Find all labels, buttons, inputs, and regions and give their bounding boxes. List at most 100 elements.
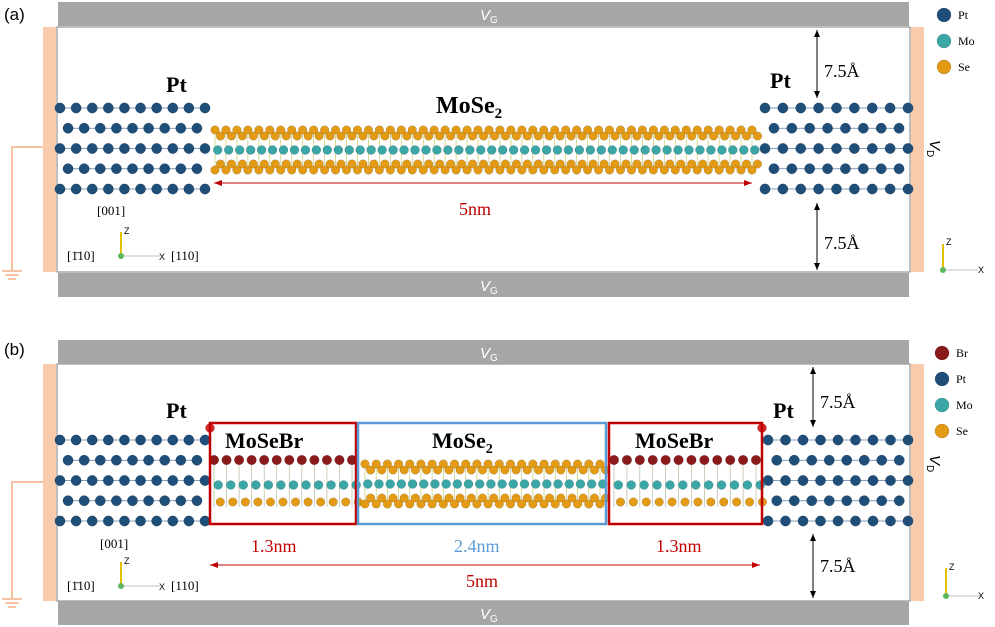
- pt-atom: [797, 515, 809, 527]
- panel-a-mose2-se-bottom: [276, 165, 286, 175]
- pt-atom: [850, 475, 861, 486]
- panel-b-mose2-se-top: [382, 459, 392, 469]
- panel-a-mose2-se-bottom: [489, 159, 500, 169]
- pt-atom: [54, 515, 66, 527]
- pt-atom: [151, 143, 163, 154]
- pt-atom: [94, 495, 106, 507]
- panel-b-atomic-structure: [54, 423, 914, 527]
- pt-atom: [143, 454, 155, 466]
- panel-a-mose2-se-bottom: [215, 159, 226, 169]
- panel-b-right-electrode: [911, 364, 924, 601]
- panel-b-mose2-se-bottom: [584, 499, 594, 509]
- pt-atom: [759, 143, 771, 154]
- panel-b-mose2-se-top: [573, 459, 583, 469]
- panel-a-mose2-se-top: [550, 125, 560, 135]
- panel-b-mose2-se-top: [522, 465, 532, 475]
- pt-atom: [102, 475, 114, 486]
- pt-atom: [804, 122, 816, 134]
- pt-atom: [167, 102, 179, 114]
- legend-mo-swatch: [934, 397, 950, 413]
- panel-b-bottom-gate-label: VG: [480, 606, 498, 625]
- panel-a-mose2-se-bottom: [752, 159, 763, 169]
- panel-a-mose2-mo-atom: [497, 145, 508, 155]
- pt-atom: [902, 475, 914, 486]
- pt-atom: [902, 434, 914, 446]
- panel-a-mose2-se-top: [287, 125, 297, 135]
- panel-a-mose2-se-top: [467, 131, 478, 141]
- panel-a-mose2-mo-atom: [695, 145, 705, 155]
- panel-a-mose2-se-bottom: [336, 159, 346, 169]
- panel-b-right-mosebr-se-atom: [706, 497, 716, 507]
- pt-atom: [102, 183, 114, 195]
- pt-atom: [850, 515, 861, 527]
- panel-a-mose2-se-bottom: [341, 165, 352, 175]
- panel-a-mose2-se-bottom: [533, 159, 543, 169]
- panel-a-mose2-se-top: [374, 125, 384, 135]
- panel-b-mose2-se-top: [533, 465, 544, 475]
- panel-a-mose2-se-bottom: [435, 159, 445, 169]
- panel-b-mose2-se-top: [461, 459, 471, 469]
- legend-se-label: Se: [958, 60, 970, 74]
- panel-a-mose2-se-top: [687, 131, 697, 141]
- pt-atom: [786, 122, 798, 134]
- panel-b-mose2-se-bottom: [477, 493, 488, 503]
- panel-a-mose2-se-bottom: [511, 159, 521, 169]
- panel-b-mose2-se-bottom: [399, 493, 409, 503]
- panel-a-mose2-se-bottom: [407, 165, 417, 175]
- pt-atom: [167, 515, 179, 527]
- pt-atom: [127, 495, 138, 507]
- panel-a-mose2-se-bottom: [621, 159, 631, 169]
- pt-atom: [841, 495, 853, 507]
- panel-a-mose2-se-bottom: [555, 159, 565, 169]
- panel-b-mose2-se-top: [584, 459, 594, 469]
- panel-b-right-mosebr-mo-atom: [639, 480, 649, 490]
- panel-b-top-gate: [58, 340, 909, 364]
- panel-b-mose2-se-bottom: [483, 499, 493, 509]
- panel-b-label: (b): [4, 340, 25, 359]
- panel-a-mose2-se-bottom: [709, 159, 719, 169]
- panel-a-mose2-se-top: [418, 125, 428, 135]
- panel-b-right-mosebr-br-atom: [634, 454, 645, 466]
- panel-a-mose2-se-top: [341, 125, 352, 135]
- panel-a-mose2-se-top: [747, 125, 757, 135]
- panel-a-mose2-se-top: [270, 131, 280, 141]
- panel-b-mose2-se-top: [589, 465, 599, 475]
- legend-pt-swatch: [934, 371, 950, 387]
- pt-atom: [875, 163, 887, 175]
- pt-atom: [848, 143, 860, 154]
- panel-a-mose2-se-top: [566, 131, 576, 141]
- panel-a-mose2-se-bottom: [243, 165, 253, 175]
- panel-b-right-mosebr-br-atom: [750, 454, 762, 466]
- panel-a-mose2-se-top: [604, 125, 615, 135]
- pt-atom: [86, 143, 98, 154]
- panel-a-drain-label: VD: [924, 140, 943, 157]
- legend-br-swatch: [934, 345, 950, 361]
- pt-atom: [885, 515, 896, 527]
- panel-b-left-length-label: 1.3nm: [251, 536, 297, 556]
- panel-a-mose2-se-top: [670, 125, 680, 135]
- panel-a-mose2-se-bottom: [665, 159, 675, 169]
- panel-a-mose2-mo-atom: [728, 145, 738, 155]
- panel-b-mose2-se-top: [595, 459, 605, 469]
- panel-a-mose2-se-bottom: [550, 165, 560, 175]
- panel-b-left-mosebr-mo-atom: [338, 480, 349, 490]
- panel-a-mose2-mo-atom: [256, 145, 267, 155]
- pt-atom: [70, 475, 82, 486]
- panel-b-right-mosebr-se-atom: [744, 497, 755, 507]
- pt-atom: [86, 102, 98, 114]
- pt-atom: [151, 183, 163, 195]
- pt-atom: [118, 143, 130, 154]
- panel-a-mose2-se-bottom: [259, 159, 269, 169]
- panel-a-mose2-se-top: [752, 131, 763, 141]
- pt-atom: [780, 475, 791, 486]
- pt-atom: [102, 143, 114, 154]
- pt-atom: [804, 163, 816, 175]
- panel-b-left-mosebr-mo-atom: [213, 480, 223, 490]
- panel-a-mose2-se-bottom: [232, 165, 242, 175]
- svg-text:X: X: [159, 582, 165, 592]
- panel-b-left-mosebr-se-atom: [228, 497, 238, 507]
- pt-atom: [143, 122, 155, 134]
- panel-a-mose2-se-top: [484, 125, 494, 135]
- pt-atom: [199, 143, 211, 154]
